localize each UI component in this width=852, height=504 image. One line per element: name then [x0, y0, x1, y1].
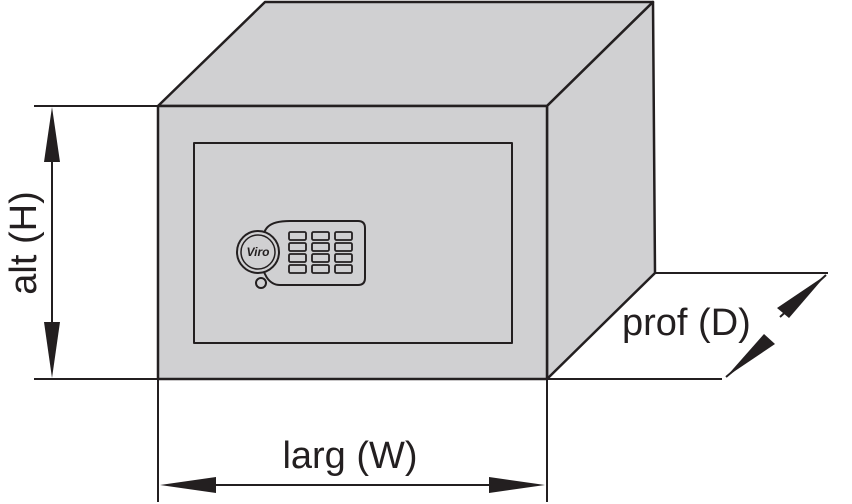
viro-logo-text: Viro	[247, 245, 270, 259]
height-label: alt (H)	[3, 191, 45, 294]
height-arrow-down-icon	[44, 322, 60, 378]
depth-dimension	[725, 274, 827, 378]
keypad-key	[288, 253, 307, 263]
keypad-key	[288, 231, 307, 241]
keypad-key	[288, 242, 307, 252]
depth-arrow-up-icon	[777, 275, 826, 318]
keyhole-icon	[255, 277, 267, 289]
width-arrow-left-icon	[160, 477, 216, 493]
depth-label: prof (D)	[622, 302, 751, 344]
electronic-lock	[236, 220, 366, 289]
keypad-key	[311, 242, 330, 252]
width-arrow-right-icon	[489, 477, 545, 493]
height-arrow-up-icon	[44, 107, 60, 162]
width-label: larg (W)	[282, 435, 417, 477]
viro-logo-badge	[236, 230, 280, 274]
keypad-key	[334, 264, 353, 274]
keypad-key	[311, 253, 330, 263]
keypad-key	[334, 231, 353, 241]
keypad-key	[334, 253, 353, 263]
width-dimension	[160, 477, 545, 493]
keypad-buttons	[288, 231, 353, 274]
keypad-key	[334, 242, 353, 252]
extension-lines	[34, 105, 828, 502]
depth-arrow-down-icon	[726, 334, 775, 377]
height-dimension	[44, 107, 60, 378]
keypad-key	[311, 264, 330, 274]
safe-body	[156, 0, 657, 381]
keypad-housing	[261, 220, 366, 286]
keypad-key	[288, 264, 307, 274]
viro-logo-inner	[240, 234, 276, 270]
keypad-key	[311, 231, 330, 241]
